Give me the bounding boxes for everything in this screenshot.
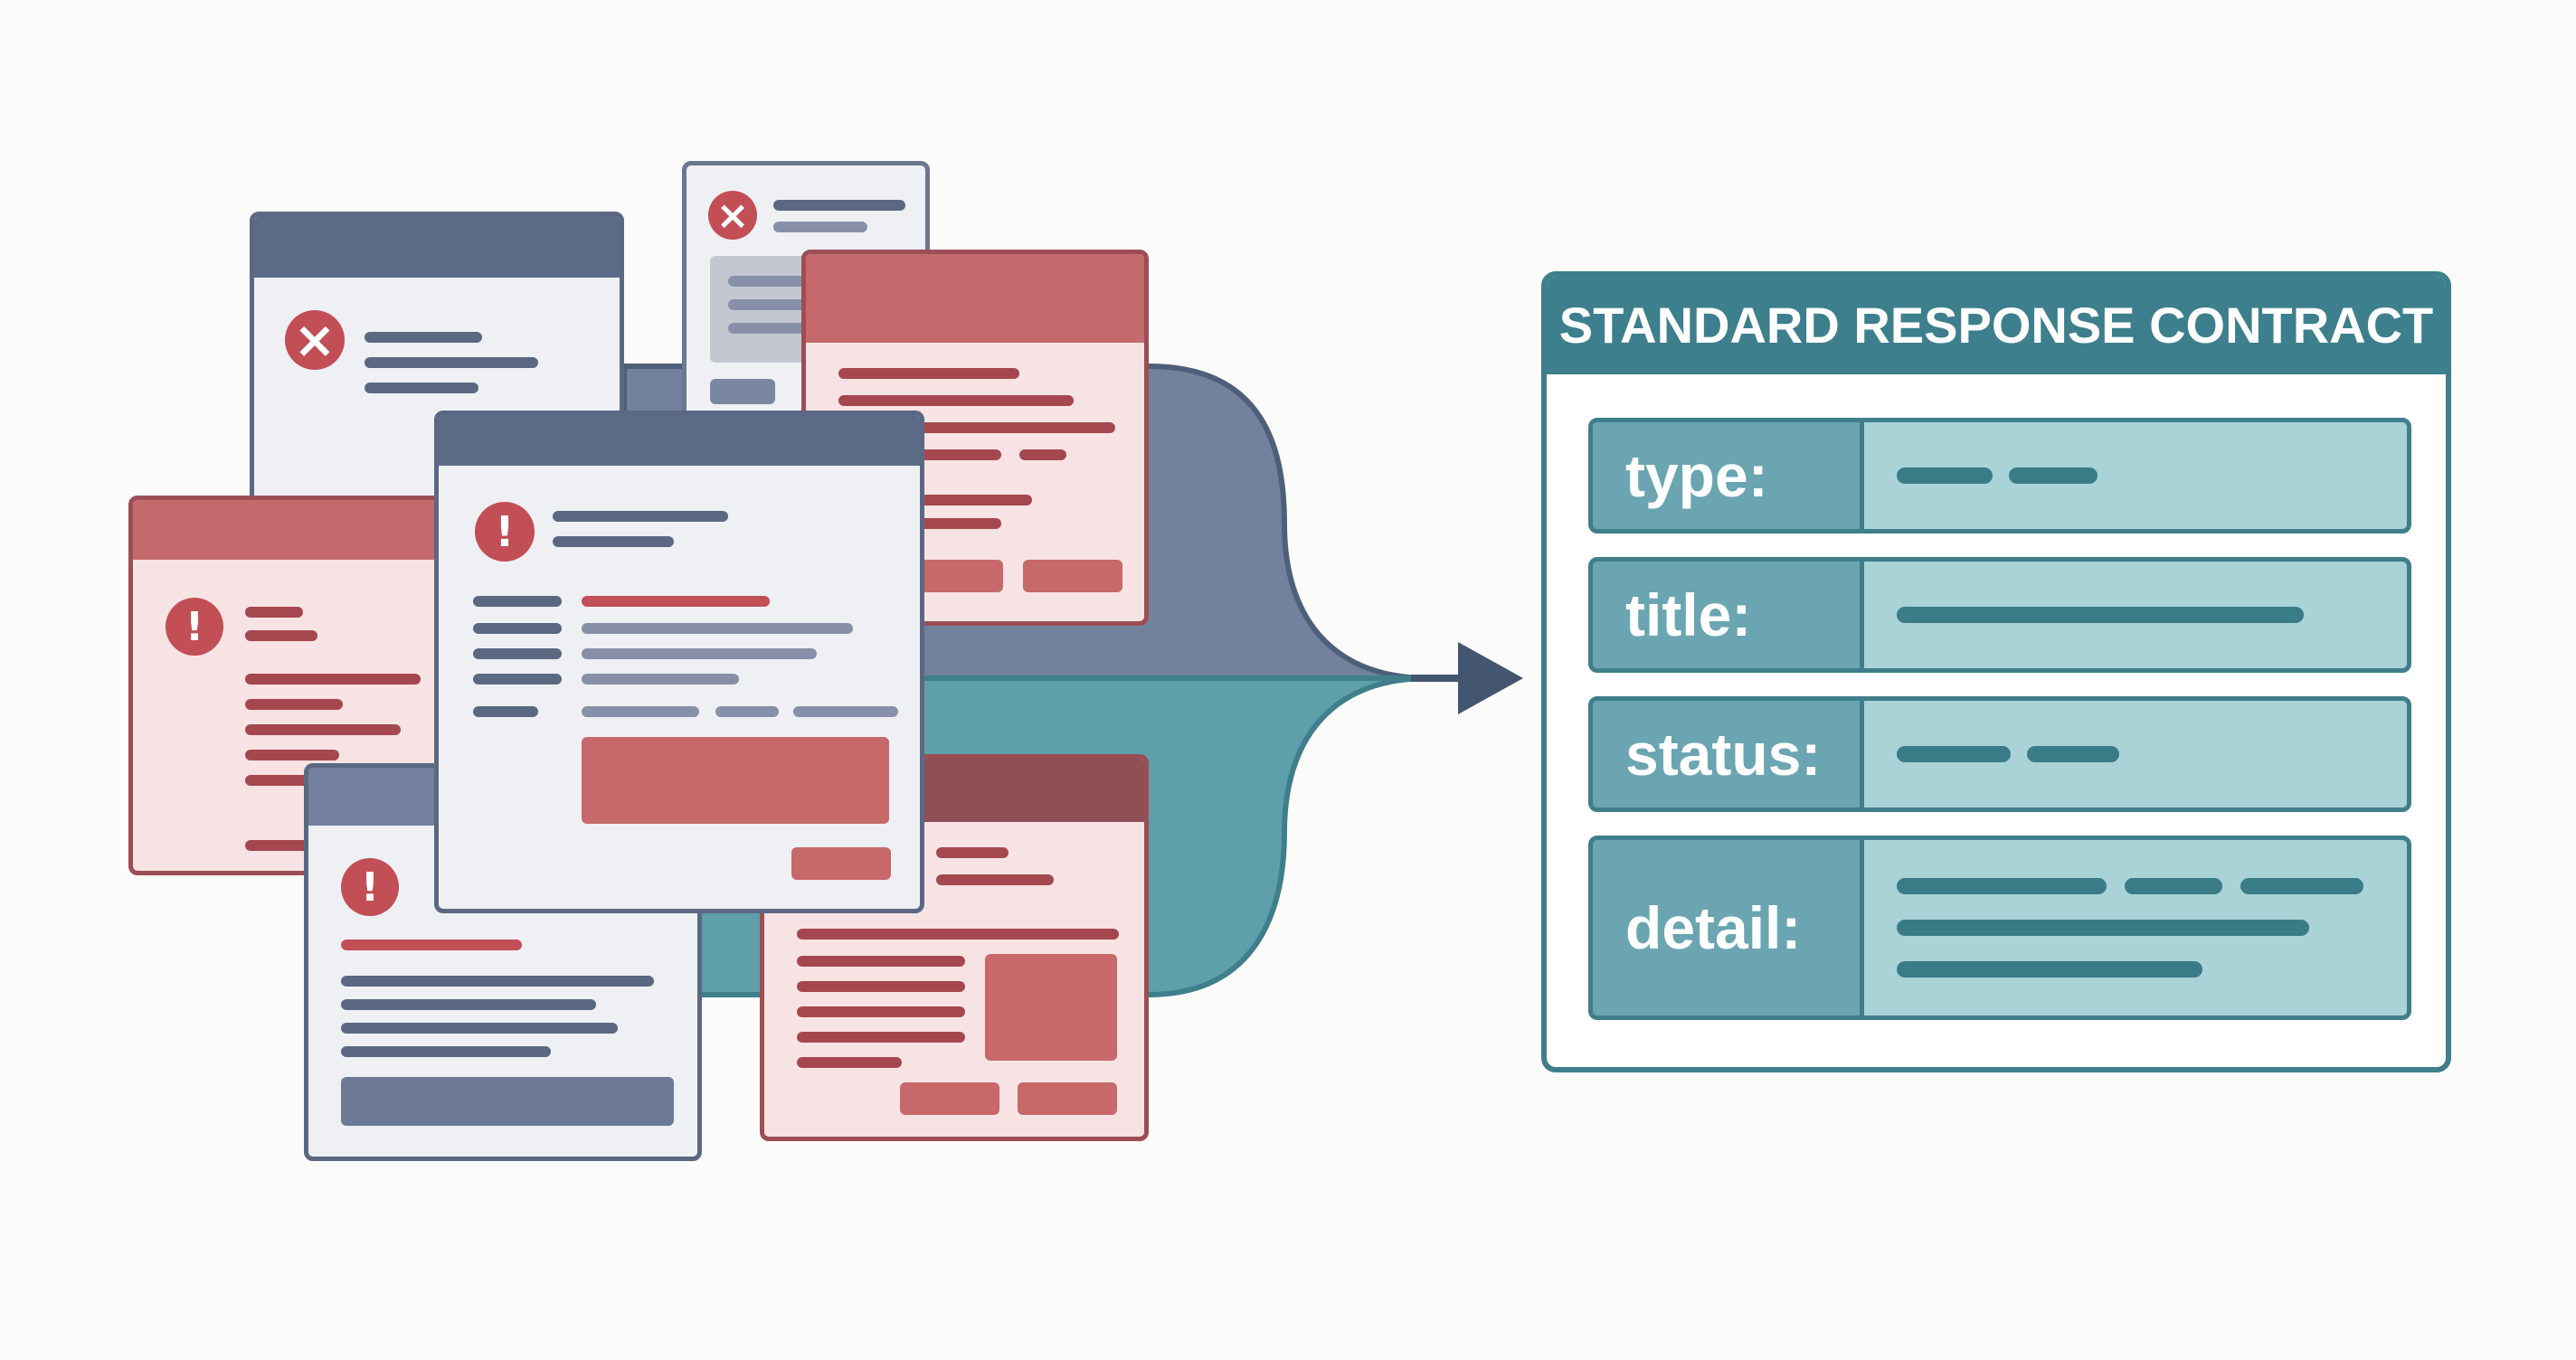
text-line bbox=[245, 750, 339, 760]
text-line bbox=[793, 706, 898, 717]
value-placeholder bbox=[1897, 920, 2309, 936]
text-line bbox=[797, 1057, 902, 1068]
text-line bbox=[920, 518, 1001, 529]
text-line bbox=[728, 299, 810, 310]
text-line bbox=[797, 1006, 965, 1017]
error-window-center: ! bbox=[434, 411, 924, 913]
field-key-status: status: bbox=[1593, 701, 1864, 808]
text-line bbox=[920, 495, 1032, 505]
button-shape bbox=[900, 1082, 999, 1115]
warning-icon: ! bbox=[341, 858, 399, 916]
text-line bbox=[341, 976, 654, 987]
field-key-type: type: bbox=[1593, 422, 1864, 529]
title-bar bbox=[133, 500, 442, 560]
text-line bbox=[936, 874, 1054, 885]
text-line bbox=[473, 596, 562, 607]
button-shape bbox=[341, 1077, 674, 1126]
content-block bbox=[582, 737, 889, 824]
contract-title: STANDARD RESPONSE CONTRACT bbox=[1547, 277, 2446, 374]
text-line bbox=[582, 674, 739, 685]
error-icon: × bbox=[708, 191, 757, 240]
field-status: status: bbox=[1588, 696, 2411, 812]
text-line bbox=[838, 395, 1074, 406]
field-detail: detail: bbox=[1588, 836, 2411, 1020]
button-shape bbox=[1023, 560, 1122, 592]
text-line bbox=[797, 981, 965, 992]
text-line bbox=[553, 511, 728, 522]
text-line bbox=[365, 332, 482, 343]
value-placeholder bbox=[2240, 878, 2363, 894]
warning-icon: ! bbox=[475, 502, 535, 562]
text-line bbox=[473, 674, 562, 685]
value-placeholder bbox=[1897, 607, 2304, 623]
text-line bbox=[473, 623, 562, 634]
text-line bbox=[473, 648, 562, 659]
text-line bbox=[773, 200, 905, 211]
text-line bbox=[1019, 449, 1066, 460]
title-bar bbox=[439, 415, 920, 466]
text-line bbox=[582, 706, 699, 717]
text-line bbox=[920, 449, 1001, 460]
value-placeholder bbox=[2125, 878, 2222, 894]
button-shape bbox=[791, 847, 891, 880]
text-line bbox=[728, 323, 810, 334]
button-shape bbox=[710, 379, 775, 404]
value-placeholder bbox=[1897, 468, 1993, 484]
field-title: title: bbox=[1588, 557, 2411, 673]
text-line bbox=[582, 648, 817, 659]
text-line bbox=[341, 940, 522, 950]
text-line bbox=[341, 1023, 618, 1034]
standard-response-contract: STANDARD RESPONSE CONTRACT type: title: … bbox=[1541, 271, 2451, 1072]
text-line bbox=[245, 607, 303, 618]
title-bar bbox=[254, 216, 620, 278]
field-key-detail: detail: bbox=[1593, 840, 1864, 1015]
button-shape bbox=[1018, 1082, 1117, 1115]
text-line bbox=[838, 368, 1019, 379]
error-window-bottom-right bbox=[760, 754, 1149, 1141]
text-line bbox=[582, 623, 853, 634]
text-line bbox=[365, 382, 478, 393]
text-line bbox=[715, 706, 779, 717]
text-line bbox=[797, 1032, 965, 1043]
value-placeholder bbox=[1897, 878, 2107, 894]
text-line bbox=[341, 999, 596, 1010]
field-key-title: title: bbox=[1593, 562, 1864, 668]
text-line bbox=[728, 276, 810, 287]
button-shape bbox=[920, 560, 1003, 592]
value-placeholder bbox=[1897, 746, 2011, 762]
text-line bbox=[582, 596, 770, 607]
text-line bbox=[797, 956, 965, 967]
text-line bbox=[553, 536, 674, 547]
text-line bbox=[245, 630, 317, 641]
text-line bbox=[936, 847, 1009, 858]
value-placeholder bbox=[2027, 746, 2119, 762]
text-line bbox=[797, 929, 1119, 940]
text-line bbox=[473, 706, 538, 717]
error-icon: × bbox=[285, 310, 345, 370]
text-line bbox=[245, 724, 401, 735]
value-placeholder bbox=[1897, 961, 2202, 978]
text-line bbox=[341, 1046, 551, 1057]
title-bar bbox=[806, 254, 1144, 343]
field-type: type: bbox=[1588, 418, 2411, 534]
text-line bbox=[773, 222, 867, 232]
text-line bbox=[245, 674, 421, 685]
text-line bbox=[365, 357, 538, 368]
text-line bbox=[245, 699, 343, 710]
arrow-head-icon bbox=[1458, 642, 1523, 714]
warning-icon: ! bbox=[166, 598, 223, 656]
image-placeholder bbox=[985, 954, 1117, 1061]
value-placeholder bbox=[2009, 468, 2098, 484]
